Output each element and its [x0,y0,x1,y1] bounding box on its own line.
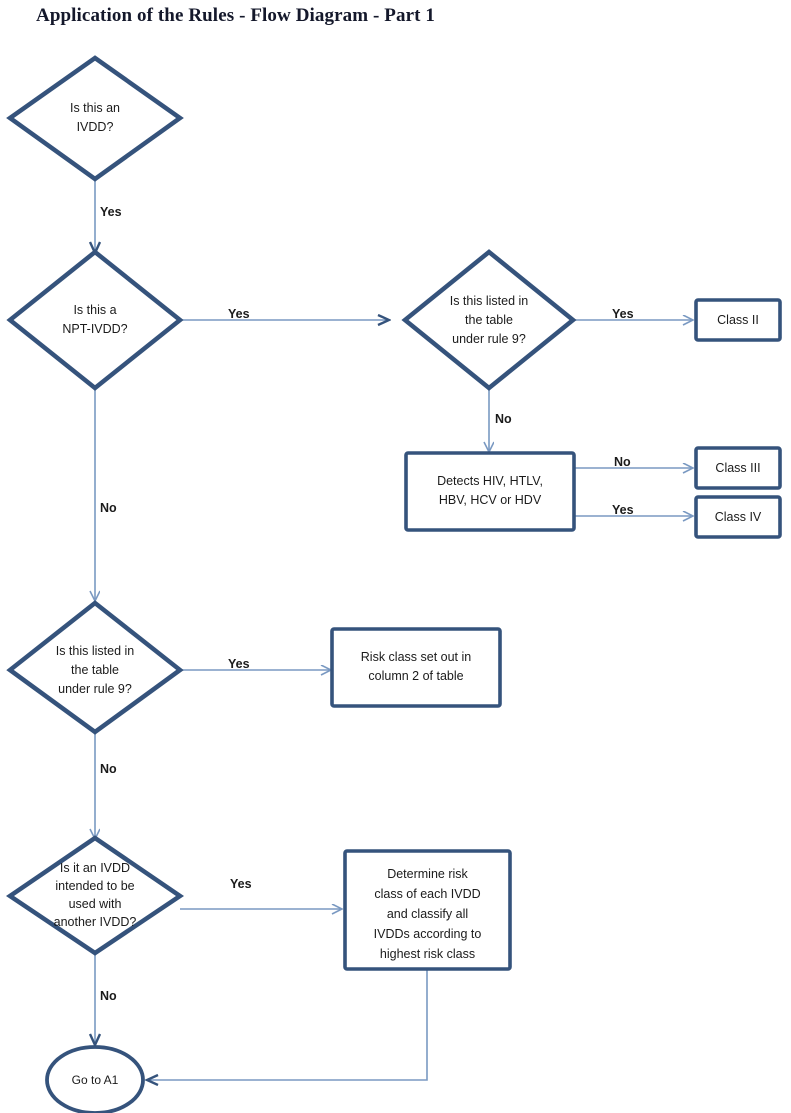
edge-label-listed-top-to-class-ii: Yes [612,307,634,321]
node-class-iii[interactable] [694,446,782,490]
node-is-ivdd[interactable] [6,55,184,182]
node-class-iv[interactable] [694,495,782,539]
node-used-with-another[interactable] [5,835,185,956]
edge-label-detects-to-class-iv: Yes [612,503,634,517]
edge-label-used-with-to-determine: Yes [230,877,252,891]
edge-label-listed-bottom-to-risk-class: Yes [228,657,250,671]
edge-label-detects-to-class-iii: No [614,455,631,469]
node-risk-class-column2[interactable] [330,627,502,708]
node-determine-risk-class[interactable] [343,849,512,971]
edge-label-used-with-to-a1: No [100,989,117,1003]
shape-layer [5,55,782,1113]
node-listed-rule9-top[interactable] [401,249,577,391]
edge-determine-to-a1 [148,969,428,1080]
node-is-npt-ivdd[interactable] [6,249,184,391]
node-go-to-a1[interactable] [45,1045,145,1113]
node-detects-virus[interactable] [404,451,576,532]
node-class-ii[interactable] [694,298,782,342]
edge-label-ivdd-to-npt: Yes [100,205,122,219]
edge-label-listed-bottom-to-used-with: No [100,762,117,776]
node-listed-rule9-bottom[interactable] [6,600,184,735]
edge-label-listed-top-to-detects: No [495,412,512,426]
page-title: Application of the Rules - Flow Diagram … [36,5,436,26]
edge-label-npt-to-listed-bottom: No [100,501,117,515]
connector-layer [95,179,692,1080]
edge-label-npt-to-listed-top: Yes [228,307,250,321]
